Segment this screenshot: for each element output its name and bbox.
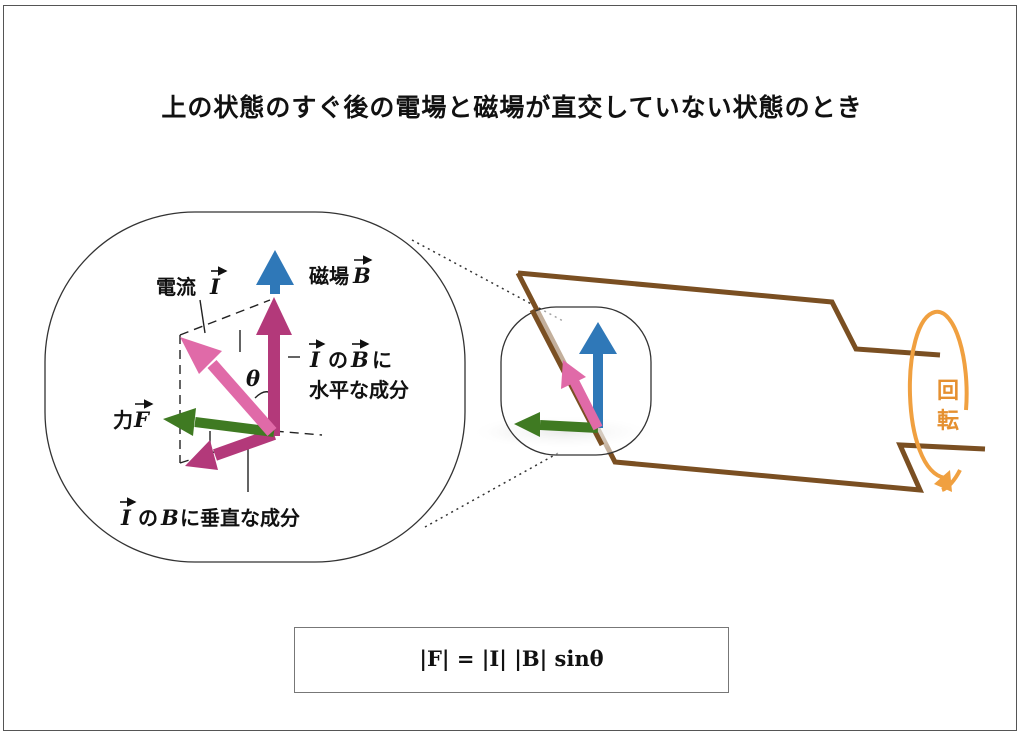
label-magnetic-field: 磁場 B	[309, 255, 373, 288]
current-parallel-component-arrow	[256, 297, 292, 436]
svg-text:に: に	[372, 348, 392, 372]
small-magnetic-field-arrow	[579, 322, 617, 428]
zoom-bubble	[44, 211, 466, 563]
svg-text:に垂直な成分: に垂直な成分	[180, 506, 300, 530]
svg-text:I: I	[209, 274, 221, 299]
zoom-line-top	[411, 239, 566, 323]
label-force: 力 F	[113, 399, 154, 432]
svg-text:の: の	[138, 506, 158, 530]
magnetic-field-arrow	[256, 250, 294, 294]
svg-text:磁場: 磁場	[309, 264, 349, 288]
force-formula: |F| = |I| |B| sinθ	[419, 646, 604, 671]
rotation-arrow	[907, 309, 969, 492]
diagram-frame	[3, 5, 1017, 731]
label-current: 電流 I	[156, 266, 228, 299]
current-arrow	[180, 337, 277, 436]
svg-text:水平な成分: 水平な成分	[309, 378, 409, 402]
svg-text:B: B	[352, 263, 371, 288]
svg-text:F: F	[133, 407, 151, 432]
label-perpendicular-component: I の B に垂直な成分	[120, 497, 300, 530]
svg-text:B: B	[350, 347, 369, 372]
rotation-arrowhead	[934, 470, 952, 492]
force-arrow	[163, 408, 275, 437]
svg-text:の: の	[328, 348, 348, 372]
formula-box: |F| = |I| |B| sinθ	[294, 627, 729, 693]
label-horizontal-component: I の B に 水平な成分	[309, 339, 409, 402]
current-perpendicular-component-arrow	[185, 428, 277, 470]
rotation-label-1: 回	[937, 379, 959, 404]
page-title: 上の状態のすぐ後の電場と磁場が直交していない状態のとき	[161, 93, 863, 122]
svg-text:B: B	[160, 505, 179, 530]
small-force-arrow	[514, 412, 599, 437]
svg-text:I: I	[120, 505, 132, 530]
svg-text:I: I	[309, 347, 321, 372]
rotation-label-2: 転	[937, 408, 959, 434]
zoom-line-bottom	[424, 451, 561, 528]
svg-text:力: 力	[113, 408, 133, 432]
svg-text:電流: 電流	[156, 275, 196, 299]
label-theta: θ	[246, 366, 260, 391]
small-current-arrow	[561, 360, 603, 431]
